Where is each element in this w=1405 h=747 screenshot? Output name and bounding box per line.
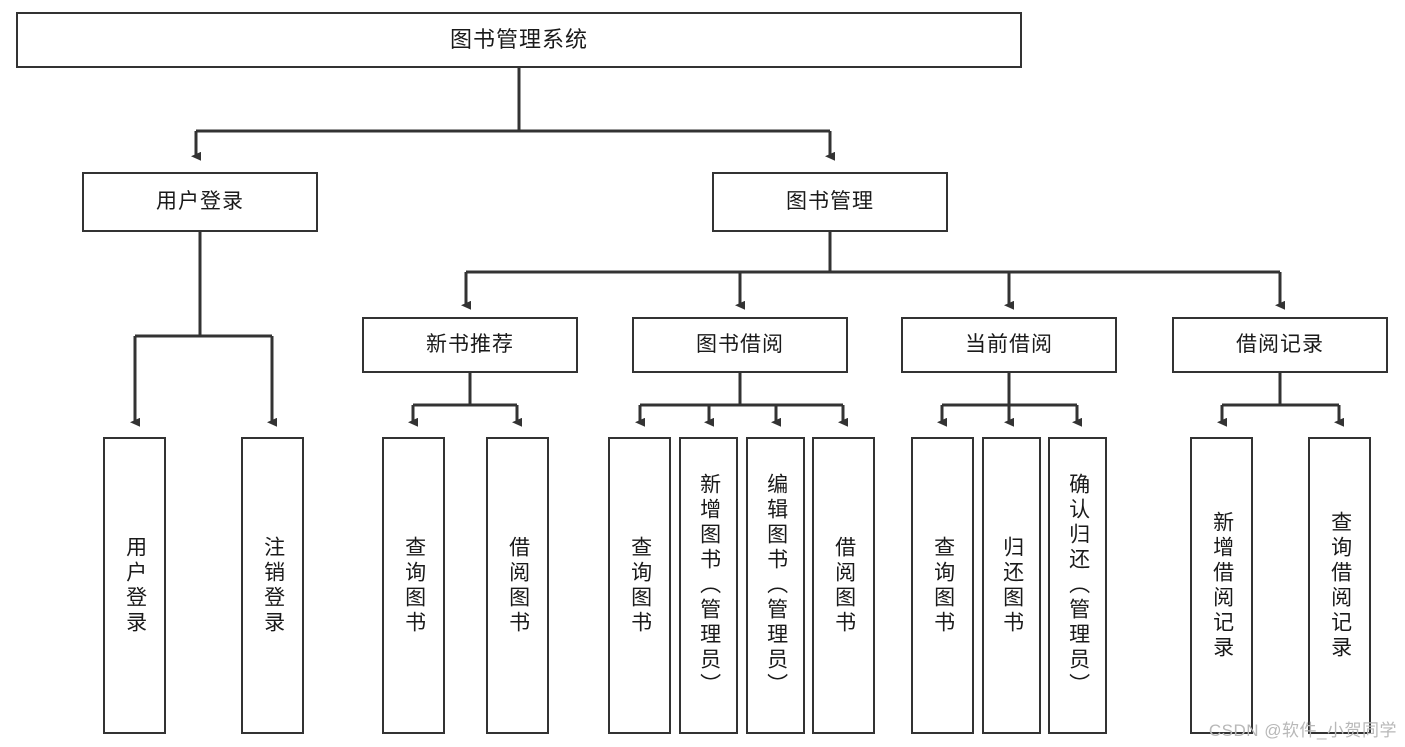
node-current-borrow[interactable]: 当前借阅	[901, 317, 1117, 373]
leaf-borrow-book[interactable]: 借阅图书	[812, 437, 875, 734]
leaf-query-borrow-record[interactable]: 查询借阅记录	[1308, 437, 1371, 734]
node-label: 注销登录	[261, 535, 285, 636]
leaf-query-book-new[interactable]: 查询图书	[382, 437, 445, 734]
node-label: 编辑图书（管理员）	[764, 473, 788, 698]
node-label: 查询图书	[628, 535, 652, 636]
node-label: 借阅图书	[506, 535, 530, 636]
node-label: 借阅图书	[832, 535, 856, 636]
node-label: 归还图书	[1000, 535, 1024, 636]
node-label: 用户登录	[156, 190, 244, 214]
node-book-management[interactable]: 图书管理	[712, 172, 948, 232]
node-label: 借阅记录	[1236, 333, 1324, 357]
node-label: 图书借阅	[696, 333, 784, 357]
node-label: 确认归还（管理员）	[1066, 473, 1090, 698]
leaf-borrow-book-new[interactable]: 借阅图书	[486, 437, 549, 734]
node-borrow-record[interactable]: 借阅记录	[1172, 317, 1388, 373]
node-label: 新增借阅记录	[1210, 510, 1234, 661]
node-label: 图书管理系统	[449, 26, 588, 52]
node-label: 查询图书	[402, 535, 426, 636]
node-label: 新增图书（管理员）	[697, 473, 721, 698]
node-root-system[interactable]: 图书管理系统	[16, 12, 1022, 68]
leaf-add-book-admin[interactable]: 新增图书（管理员）	[679, 437, 738, 734]
leaf-return-book[interactable]: 归还图书	[982, 437, 1041, 734]
node-new-book-recommend[interactable]: 新书推荐	[362, 317, 578, 373]
node-user-login[interactable]: 用户登录	[82, 172, 318, 232]
node-book-borrow[interactable]: 图书借阅	[632, 317, 848, 373]
leaf-query-book-current[interactable]: 查询图书	[911, 437, 974, 734]
node-label: 当前借阅	[965, 333, 1053, 357]
leaf-add-borrow-record[interactable]: 新增借阅记录	[1190, 437, 1253, 734]
leaf-query-book-borrow[interactable]: 查询图书	[608, 437, 671, 734]
leaf-user-login[interactable]: 用户登录	[103, 437, 166, 734]
leaf-confirm-return-admin[interactable]: 确认归还（管理员）	[1048, 437, 1107, 734]
csdn-watermark: CSDN @软件_小贺同学	[1208, 721, 1397, 740]
node-label: 新书推荐	[426, 333, 514, 357]
leaf-logout[interactable]: 注销登录	[241, 437, 304, 734]
node-label: 查询借阅记录	[1328, 510, 1352, 661]
node-label: 图书管理	[786, 190, 874, 214]
node-label: 查询图书	[931, 535, 955, 636]
leaf-edit-book-admin[interactable]: 编辑图书（管理员）	[746, 437, 805, 734]
node-label: 用户登录	[123, 535, 147, 636]
